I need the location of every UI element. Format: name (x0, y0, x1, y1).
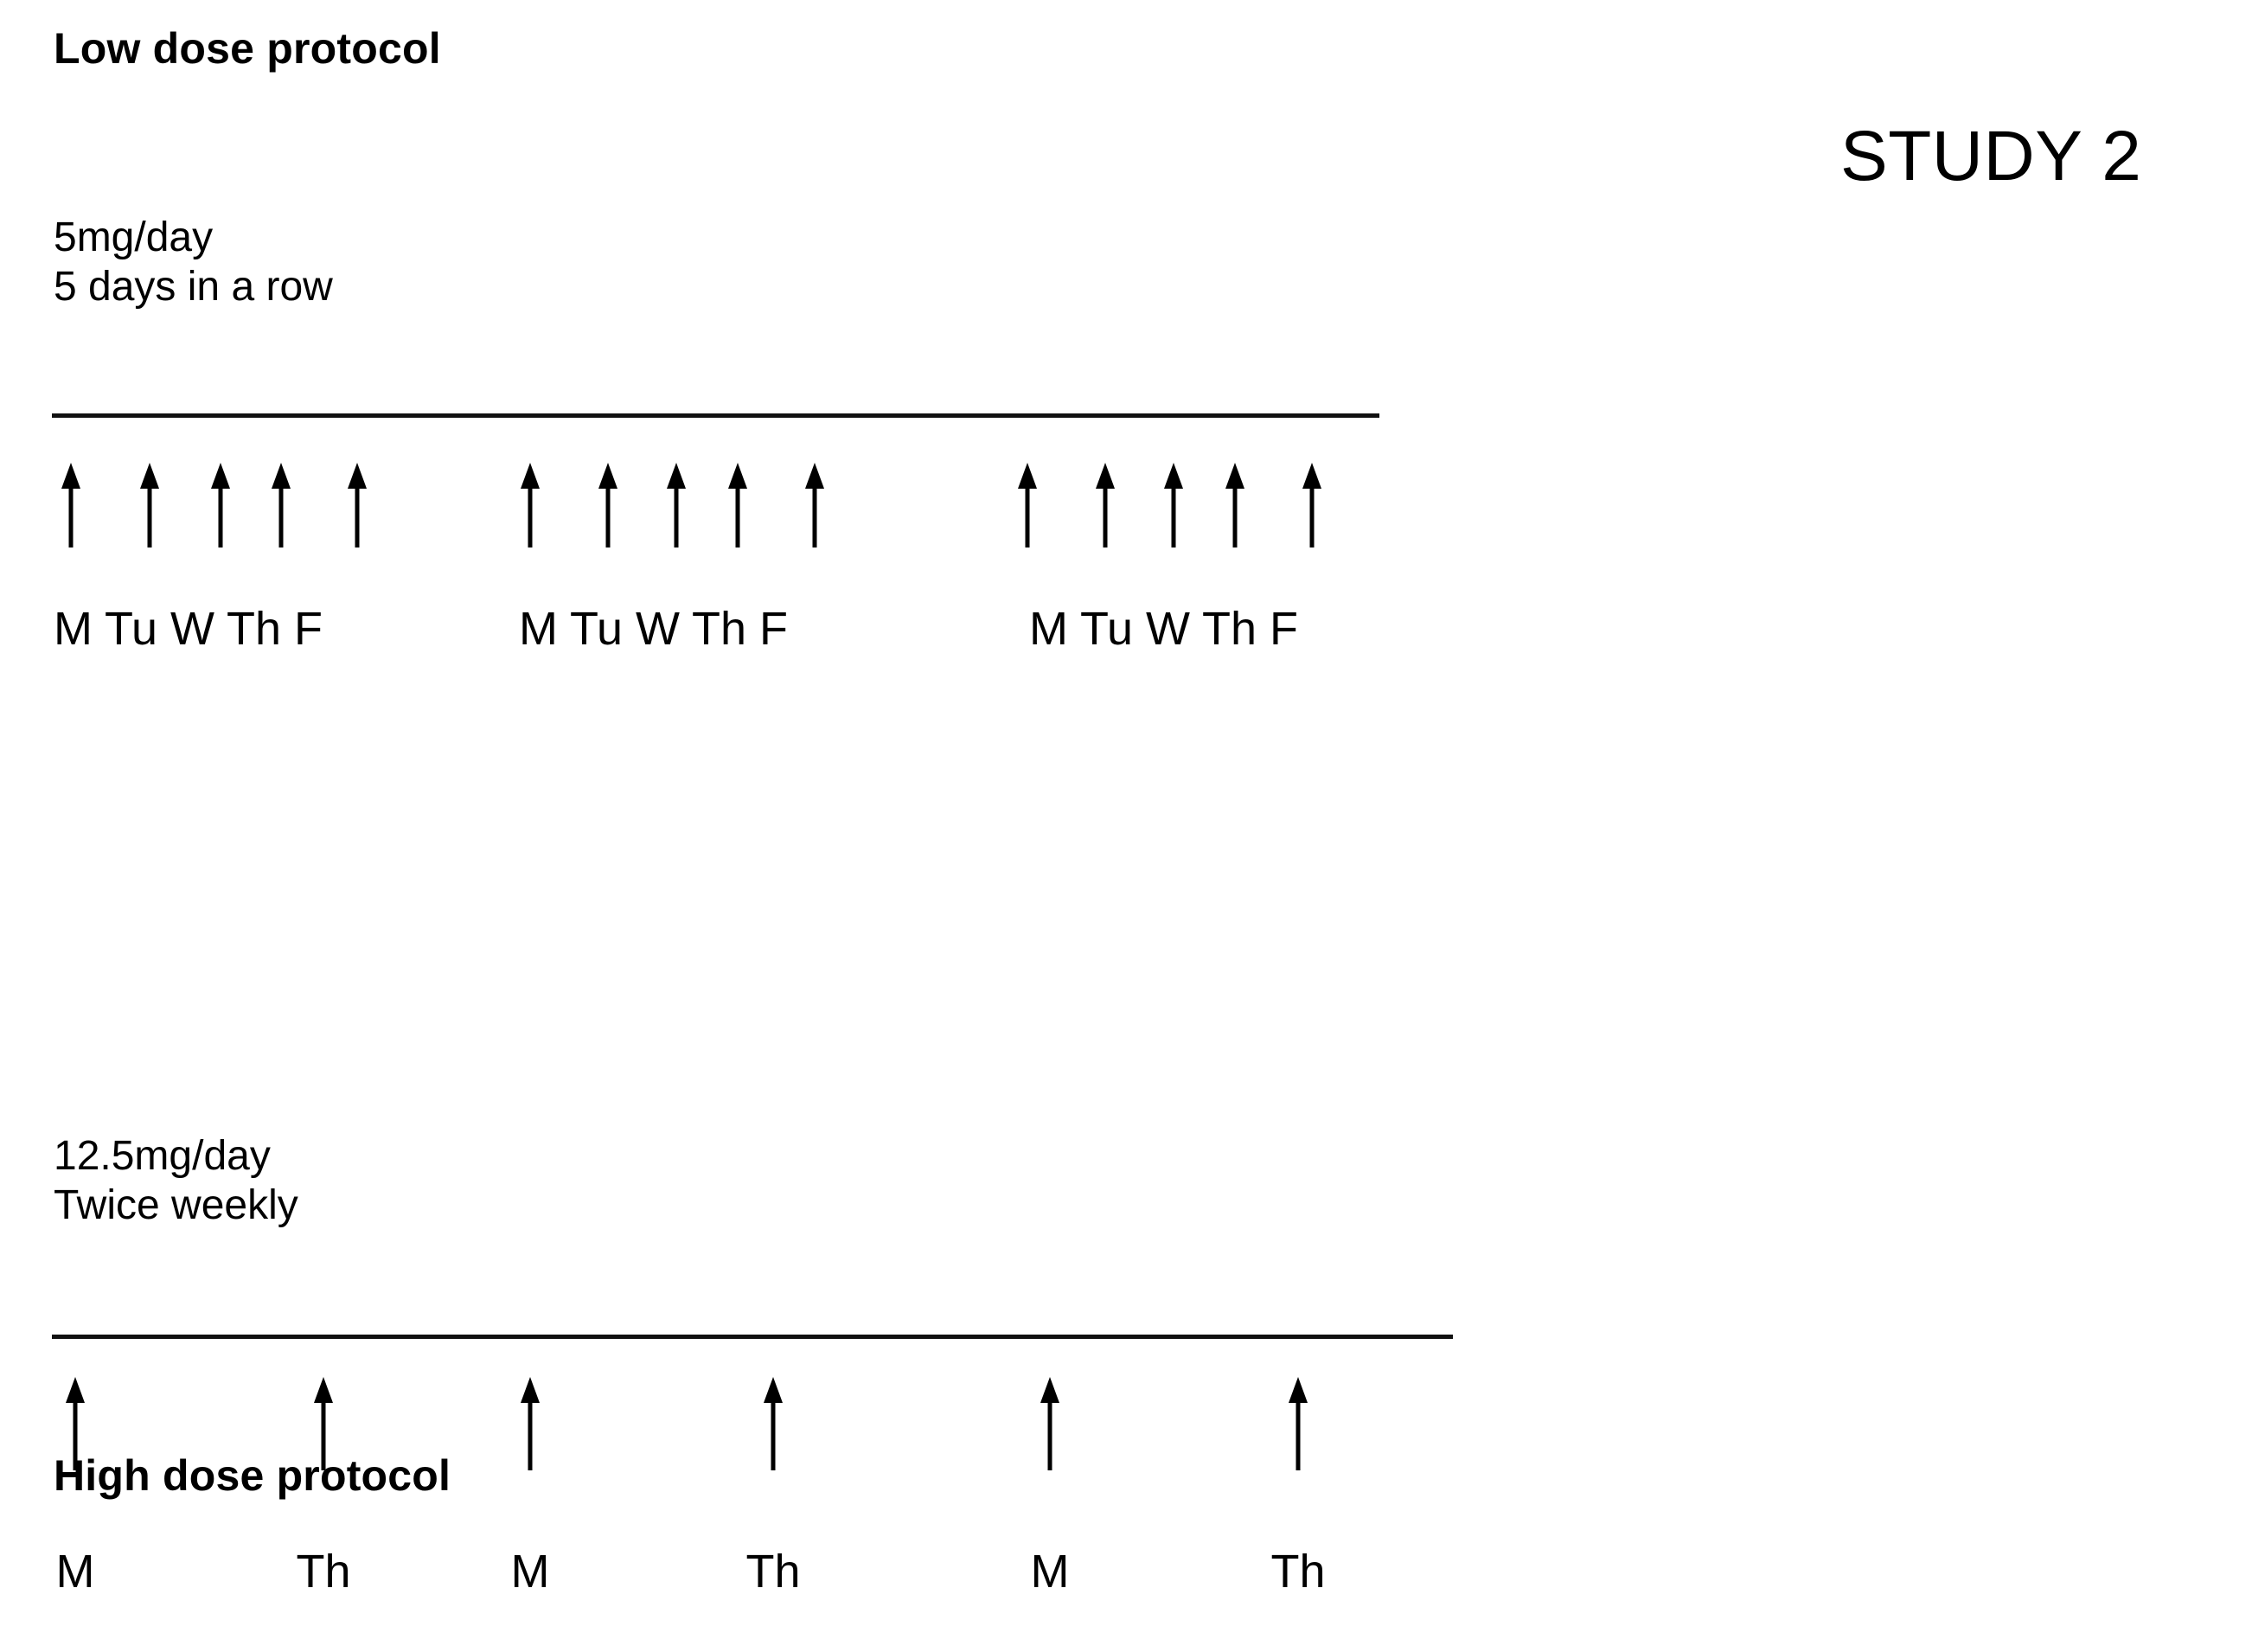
low-dose-arrow-w2-d1 (515, 463, 545, 547)
low-dose-arrow-w1-d3 (206, 463, 235, 547)
low-dose-arrow-w1-d2 (135, 463, 164, 547)
low-dose-day-labels-week-2: M Tu W Th F (519, 603, 789, 655)
high-dose-day-label-1: M (55, 1546, 95, 1598)
high-dose-protocol-title: High dose protocol (54, 1451, 451, 1500)
low-dose-timeline-baseline (52, 413, 1379, 418)
low-dose-protocol-title: Low dose protocol (54, 24, 441, 73)
high-dose-day-label-2: Th (296, 1546, 351, 1598)
low-dose-amount: 5mg/day (54, 215, 214, 260)
low-dose-arrow-w1-d4 (266, 463, 296, 547)
low-dose-arrow-w2-d3 (662, 463, 691, 547)
high-dose-arrow-6 (1283, 1377, 1313, 1470)
low-dose-arrow-w3-d2 (1091, 463, 1120, 547)
high-dose-day-label-5: M (1030, 1546, 1070, 1598)
low-dose-arrow-w2-d5 (800, 463, 829, 547)
low-dose-arrow-w3-d5 (1297, 463, 1327, 547)
high-dose-arrow-3 (515, 1377, 545, 1470)
low-dose-day-labels-week-1: M Tu W Th F (54, 603, 323, 655)
study-label: STUDY 2 (1840, 117, 2142, 195)
high-dose-arrow-1 (61, 1377, 90, 1470)
high-dose-arrow-5 (1035, 1377, 1065, 1470)
high-dose-arrow-2 (309, 1377, 338, 1470)
low-dose-arrow-w3-d3 (1159, 463, 1188, 547)
high-dose-day-label-6: Th (1270, 1546, 1326, 1598)
low-dose-arrow-w2-d4 (723, 463, 752, 547)
low-dose-arrow-w1-d1 (56, 463, 86, 547)
low-dose-arrow-w2-d2 (593, 463, 623, 547)
low-dose-frequency: 5 days in a row (54, 264, 333, 310)
low-dose-arrow-w1-d5 (342, 463, 372, 547)
high-dose-day-label-3: M (510, 1546, 550, 1598)
high-dose-timeline-baseline (52, 1335, 1453, 1339)
low-dose-arrow-w3-d1 (1013, 463, 1042, 547)
high-dose-arrow-4 (758, 1377, 788, 1470)
high-dose-frequency: Twice weekly (54, 1182, 298, 1228)
high-dose-day-label-4: Th (745, 1546, 801, 1598)
high-dose-amount: 12.5mg/day (54, 1133, 271, 1179)
low-dose-day-labels-week-3: M Tu W Th F (1029, 603, 1299, 655)
low-dose-arrow-w3-d4 (1220, 463, 1250, 547)
